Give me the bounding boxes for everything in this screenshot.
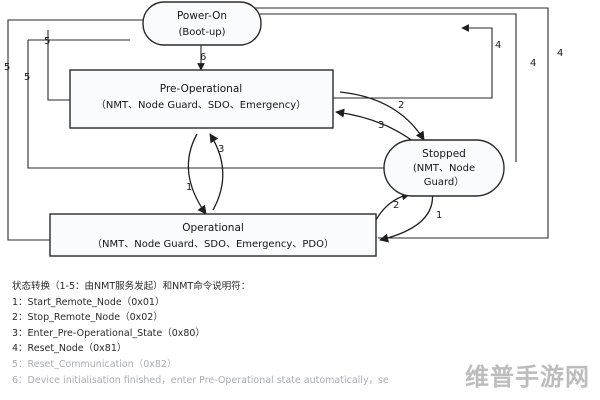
legend-heading: 状态转换（1-5：由NMT服务发起）和NMT命令说明符： bbox=[12, 281, 251, 292]
legend-item-4: 4：Reset_Node（0x81） bbox=[12, 343, 127, 355]
node-stopped-subtitle-line1: (NMT、Node bbox=[413, 163, 475, 174]
node-operational: Operational （NMT、Node Guard、SDO、Emergenc… bbox=[49, 213, 377, 257]
transition-5-outer-line bbox=[7, 19, 143, 241]
watermark: 维普手游网 bbox=[465, 363, 590, 391]
node-stopped: Stopped (NMT、Node Guard） bbox=[383, 139, 505, 197]
node-power-on: Power-On (Boot-up) bbox=[142, 1, 262, 46]
legend-item-5: 5：Reset_Communication（0x82） bbox=[12, 358, 177, 370]
node-operational-title: Operational bbox=[182, 222, 244, 234]
transition-2-op-to-stopped-curve bbox=[371, 191, 411, 229]
node-operational-subtitle: （NMT、Node Guard、SDO、Emergency、PDO） bbox=[92, 238, 334, 250]
transition-3-stopped-to-pre-curve bbox=[335, 108, 415, 143]
transition-1-pre-to-op-label: 1 bbox=[186, 182, 192, 193]
transition-6-label: 6 bbox=[200, 52, 206, 63]
transition-4-inner-label: 4 bbox=[495, 40, 501, 51]
transition-2-pre-to-stopped-curve bbox=[339, 91, 425, 141]
transition-3-op-to-pre-curve bbox=[209, 133, 224, 211]
transition-3-op-to-pre-label: 3 bbox=[218, 144, 224, 155]
transition-4-outer-label: 4 bbox=[557, 48, 563, 59]
transition-2-pre-to-stopped-label: 2 bbox=[398, 100, 404, 111]
node-power-on-title: Power-On bbox=[177, 10, 227, 22]
transition-5-stopped-label: 5 bbox=[24, 72, 30, 83]
transition-3-stopped-to-pre-label: 3 bbox=[378, 120, 384, 131]
transition-1-pre-to-op-curve bbox=[187, 133, 207, 215]
node-pre-operational: Pre-Operational （NMT、Node Guard、SDO、Emer… bbox=[69, 69, 334, 129]
node-pre-operational-title: Pre-Operational bbox=[160, 83, 242, 95]
transition-4-outer-line bbox=[230, 7, 549, 239]
transition-4-mid-label: 4 bbox=[530, 58, 536, 69]
transition-1-stopped-to-op-label: 1 bbox=[436, 210, 442, 221]
transition-4-inner-line bbox=[333, 24, 493, 99]
transition-1-stopped-to-op-curve bbox=[379, 189, 434, 243]
node-power-on-subtitle: (Boot-up) bbox=[178, 27, 225, 38]
transition-5-inner-label: 5 bbox=[44, 36, 50, 47]
node-stopped-subtitle-line2: Guard） bbox=[424, 176, 465, 188]
transition-5-inner-line bbox=[47, 30, 70, 101]
legend-item-2: 2：Stop_Remote_Node（0x02） bbox=[12, 312, 163, 324]
transition-2-op-to-stopped-label: 2 bbox=[393, 200, 399, 211]
legend-item-1: 1：Start_Remote_Node（0x01） bbox=[12, 296, 165, 308]
node-stopped-title: Stopped bbox=[422, 148, 466, 160]
node-pre-operational-subtitle: （NMT、Node Guard、SDO、Emergency） bbox=[96, 99, 306, 111]
transition-5-stopped-line bbox=[27, 39, 384, 169]
transition-4-mid-line bbox=[260, 13, 517, 162]
legend-item-3: 3：Enter_Pre-Operational_State（0x80） bbox=[12, 327, 205, 339]
legend-item-6: 6：Device initialisation finished，enter P… bbox=[12, 374, 389, 386]
nmt-command-legend: 状态转换（1-5：由NMT服务发起）和NMT命令说明符： 1：Start_Rem… bbox=[12, 279, 592, 388]
transition-5-outer-label: 5 bbox=[4, 62, 10, 73]
